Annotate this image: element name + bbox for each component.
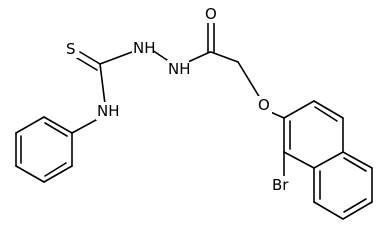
double-bond-inner bbox=[44, 122, 68, 137]
bond bbox=[313, 151, 344, 169]
double-bond-inner bbox=[44, 162, 67, 177]
hydrazide-nh-atom: NH bbox=[133, 39, 156, 57]
naphthalene-ring bbox=[283, 100, 373, 220]
bond bbox=[283, 100, 315, 119]
bond bbox=[15, 165, 45, 183]
thiosemicarbazide-chain bbox=[71, 19, 285, 134]
bond bbox=[15, 116, 45, 134]
double-bond-inner bbox=[314, 106, 338, 122]
double-bond-inner bbox=[343, 157, 367, 172]
bond bbox=[283, 151, 315, 169]
bond bbox=[342, 201, 373, 220]
bond bbox=[43, 165, 73, 183]
atom-labels: S O O Br NH NH NH bbox=[65, 5, 295, 194]
bond bbox=[210, 51, 239, 63]
bond bbox=[342, 151, 373, 169]
double-bond bbox=[79, 51, 101, 65]
carbonyl-oxygen-atom: O bbox=[205, 5, 217, 23]
bond bbox=[313, 100, 344, 119]
bond bbox=[71, 119, 97, 134]
bromine-atom: Br bbox=[272, 176, 289, 194]
sulfur-atom: S bbox=[66, 40, 76, 58]
bond bbox=[313, 201, 344, 220]
bond bbox=[237, 61, 261, 99]
aniline-nh-atom: NH bbox=[97, 102, 120, 120]
bond bbox=[43, 116, 73, 134]
double-bond bbox=[76, 57, 98, 71]
double-bond-inner bbox=[343, 198, 367, 213]
phenyl-ring bbox=[15, 116, 73, 183]
hydrazide-nh-atom: NH bbox=[168, 60, 191, 78]
bond bbox=[187, 51, 211, 63]
bond bbox=[99, 63, 106, 105]
bond bbox=[99, 51, 133, 65]
ether-oxygen-atom: O bbox=[258, 96, 270, 114]
